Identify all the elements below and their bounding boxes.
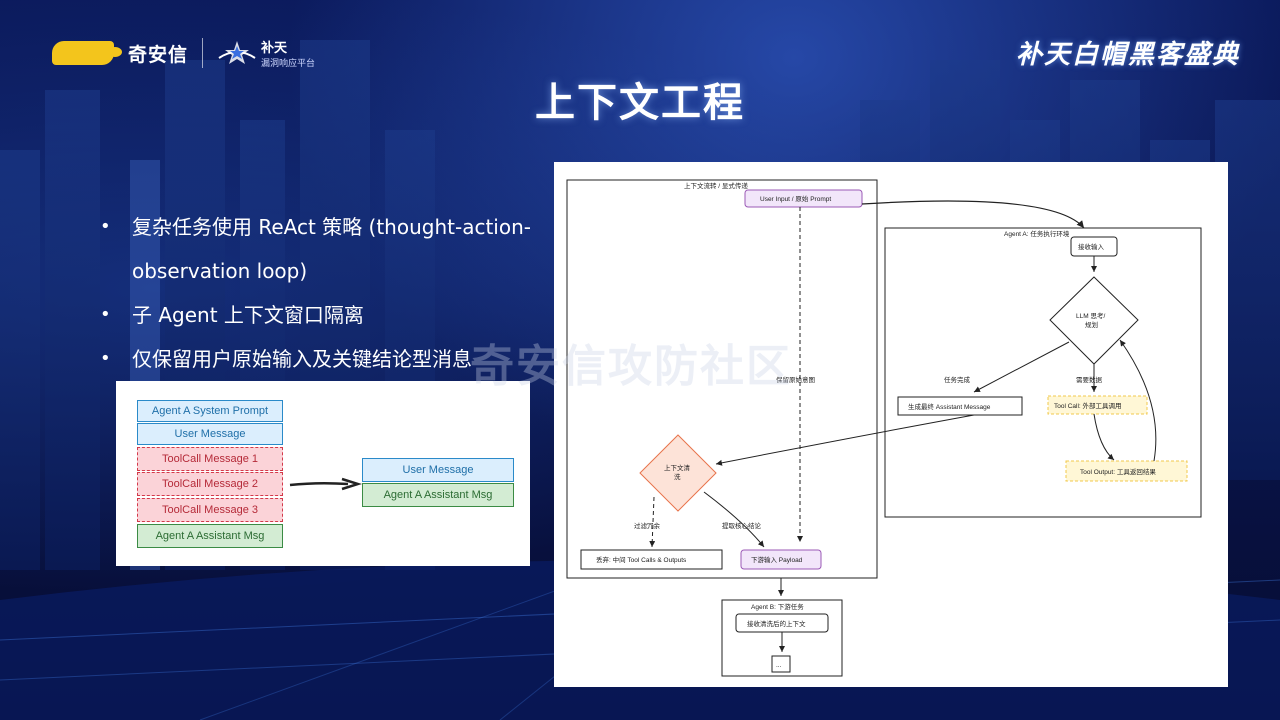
llm-think-label-1: LLM 思考/ (1076, 312, 1105, 320)
context-group-label: 上下文流转 / 显式传递 (684, 181, 748, 190)
ellipsis-node (771, 655, 791, 673)
context-clean-label-1: 上下文清 (664, 463, 691, 472)
context-clean-label-2: 洗 (674, 472, 681, 481)
butian-name: 补天 (261, 41, 288, 56)
keep-intent-label: 保留原始意图 (776, 375, 815, 384)
logo-divider (202, 38, 204, 68)
need-data-label: 需要数据 (1076, 375, 1103, 384)
context-flow-diagram: 上下文流转 / 显式传递 User Input / 原始 Prompt Agen… (554, 162, 1228, 687)
final-msg-label: 生成最终 Assistant Message (908, 402, 991, 411)
task-done-label: 任务完成 (944, 375, 971, 384)
payload-label: 下游输入 Payload (751, 555, 803, 564)
after-msg-user: User Message (362, 458, 514, 482)
before-msg-toolcall-3: ToolCall Message 3 (137, 498, 283, 522)
brand-name: 奇安信 (128, 43, 189, 66)
llm-think-label-2: 规划 (1085, 320, 1098, 329)
receive-input-label: 接收输入 (1078, 242, 1105, 251)
filter-redundant-label: 过滤冗余 (634, 521, 661, 530)
agent-a-label: Agent A: 任务执行环境 (1004, 229, 1070, 238)
tool-call-label: Tool Call: 外部工具调用 (1054, 401, 1122, 410)
event-title: 补天白帽黑客盛典 (1015, 40, 1240, 70)
user-input-node (744, 189, 863, 208)
before-msg-user: User Message (137, 423, 283, 445)
bullet-item: 仅保留用户原始输入及关键结论型消息 (100, 337, 540, 381)
before-msg-assistant: Agent A Assistant Msg (137, 524, 283, 548)
tool-output-label: Tool Output: 工具返回结果 (1080, 467, 1156, 476)
context-compression-diagram: Agent A System Prompt User Message ToolC… (116, 381, 530, 566)
bullet-item: 复杂任务使用 ReAct 策略 (thought-action-observat… (100, 205, 540, 293)
header-logos: 奇安信 补天 漏洞响应平台 (52, 36, 315, 70)
after-msg-assistant: Agent A Assistant Msg (362, 483, 514, 507)
page-title: 上下文工程 (535, 80, 745, 126)
bullet-item: 子 Agent 上下文窗口隔离 (100, 293, 540, 337)
llm-think-node (1049, 276, 1139, 365)
payload-node (740, 549, 822, 570)
tool-output-node (1065, 460, 1188, 482)
context-flow-group (566, 179, 878, 579)
butian-star-icon (218, 41, 256, 64)
ellipsis-label: ... (776, 662, 782, 669)
final-msg-node (897, 396, 1023, 416)
before-msg-toolcall-2: ToolCall Message 2 (137, 472, 283, 496)
arrow-right-icon (289, 477, 362, 491)
butian-subtitle: 漏洞响应平台 (261, 59, 316, 69)
before-msg-system-prompt: Agent A System Prompt (137, 400, 283, 422)
context-clean-node (639, 434, 717, 512)
receive-clean-label: 接收清洗后的上下文 (747, 619, 806, 628)
agent-b-group (721, 599, 843, 677)
agent-a-group (884, 227, 1202, 518)
discard-node (580, 549, 723, 570)
watermark: 奇安信攻防社区 (470, 341, 792, 392)
agent-b-label: Agent B: 下游任务 (751, 602, 804, 611)
extract-conclusion-label: 提取核心结论 (722, 521, 762, 530)
bullet-list: 复杂任务使用 ReAct 策略 (thought-action-observat… (100, 205, 540, 381)
before-msg-toolcall-1: ToolCall Message 1 (137, 447, 283, 471)
flow-diagram-svg: 上下文流转 / 显式传递 User Input / 原始 Prompt Agen… (566, 179, 1202, 677)
tool-call-node (1047, 395, 1148, 415)
butian-brand: 补天 漏洞响应平台 (261, 37, 315, 69)
qianxin-logo-icon (52, 41, 122, 65)
user-input-label: User Input / 原始 Prompt (760, 194, 831, 203)
discard-label: 丢弃: 中间 Tool Calls & Outputs (596, 555, 687, 564)
